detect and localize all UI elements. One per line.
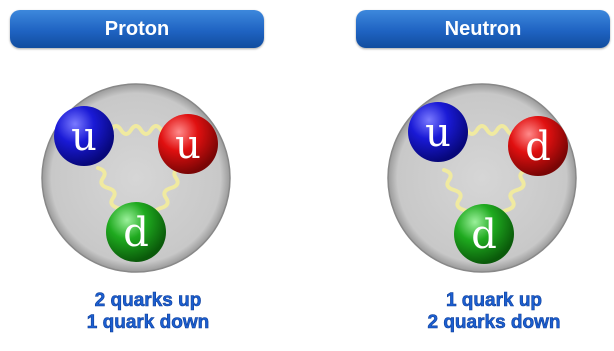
proton-diagram: u u d: [41, 83, 231, 273]
proton-quark-up-2-label: u: [175, 122, 201, 168]
proton-title: Proton: [10, 10, 264, 48]
neutron-diagram: u d d: [387, 83, 577, 273]
neutron-quark-down-1: [508, 116, 568, 176]
neutron-title: Neutron: [356, 10, 610, 48]
neutron-caption-line2: 2 quarks down: [427, 312, 561, 334]
proton-caption: 2 quarks up 1 quark down: [28, 290, 268, 334]
proton-quark-down: [106, 202, 166, 262]
neutron-quark-up-label: u: [425, 110, 451, 156]
proton-caption-line1: 2 quarks up: [94, 290, 202, 312]
neutron-gluon-right: [498, 168, 529, 222]
proton-quark-up-2: [158, 114, 218, 174]
neutron-caption: 1 quark up 2 quarks down: [374, 290, 614, 334]
proton-caption-line2: 1 quark down: [86, 312, 210, 334]
neutron-quark-down-2-label: d: [471, 212, 497, 258]
proton-quark-down-label: d: [123, 210, 149, 256]
proton-quark-up-1-label: u: [71, 114, 97, 160]
neutron-quark-up: [408, 102, 468, 162]
neutron-caption-line1: 1 quark up: [445, 290, 543, 312]
proton-quark-up-1: [54, 106, 114, 166]
neutron-quark-down-1-label: d: [525, 124, 551, 170]
neutron-quark-down-2: [454, 204, 514, 264]
proton-gluon-right: [152, 166, 183, 220]
